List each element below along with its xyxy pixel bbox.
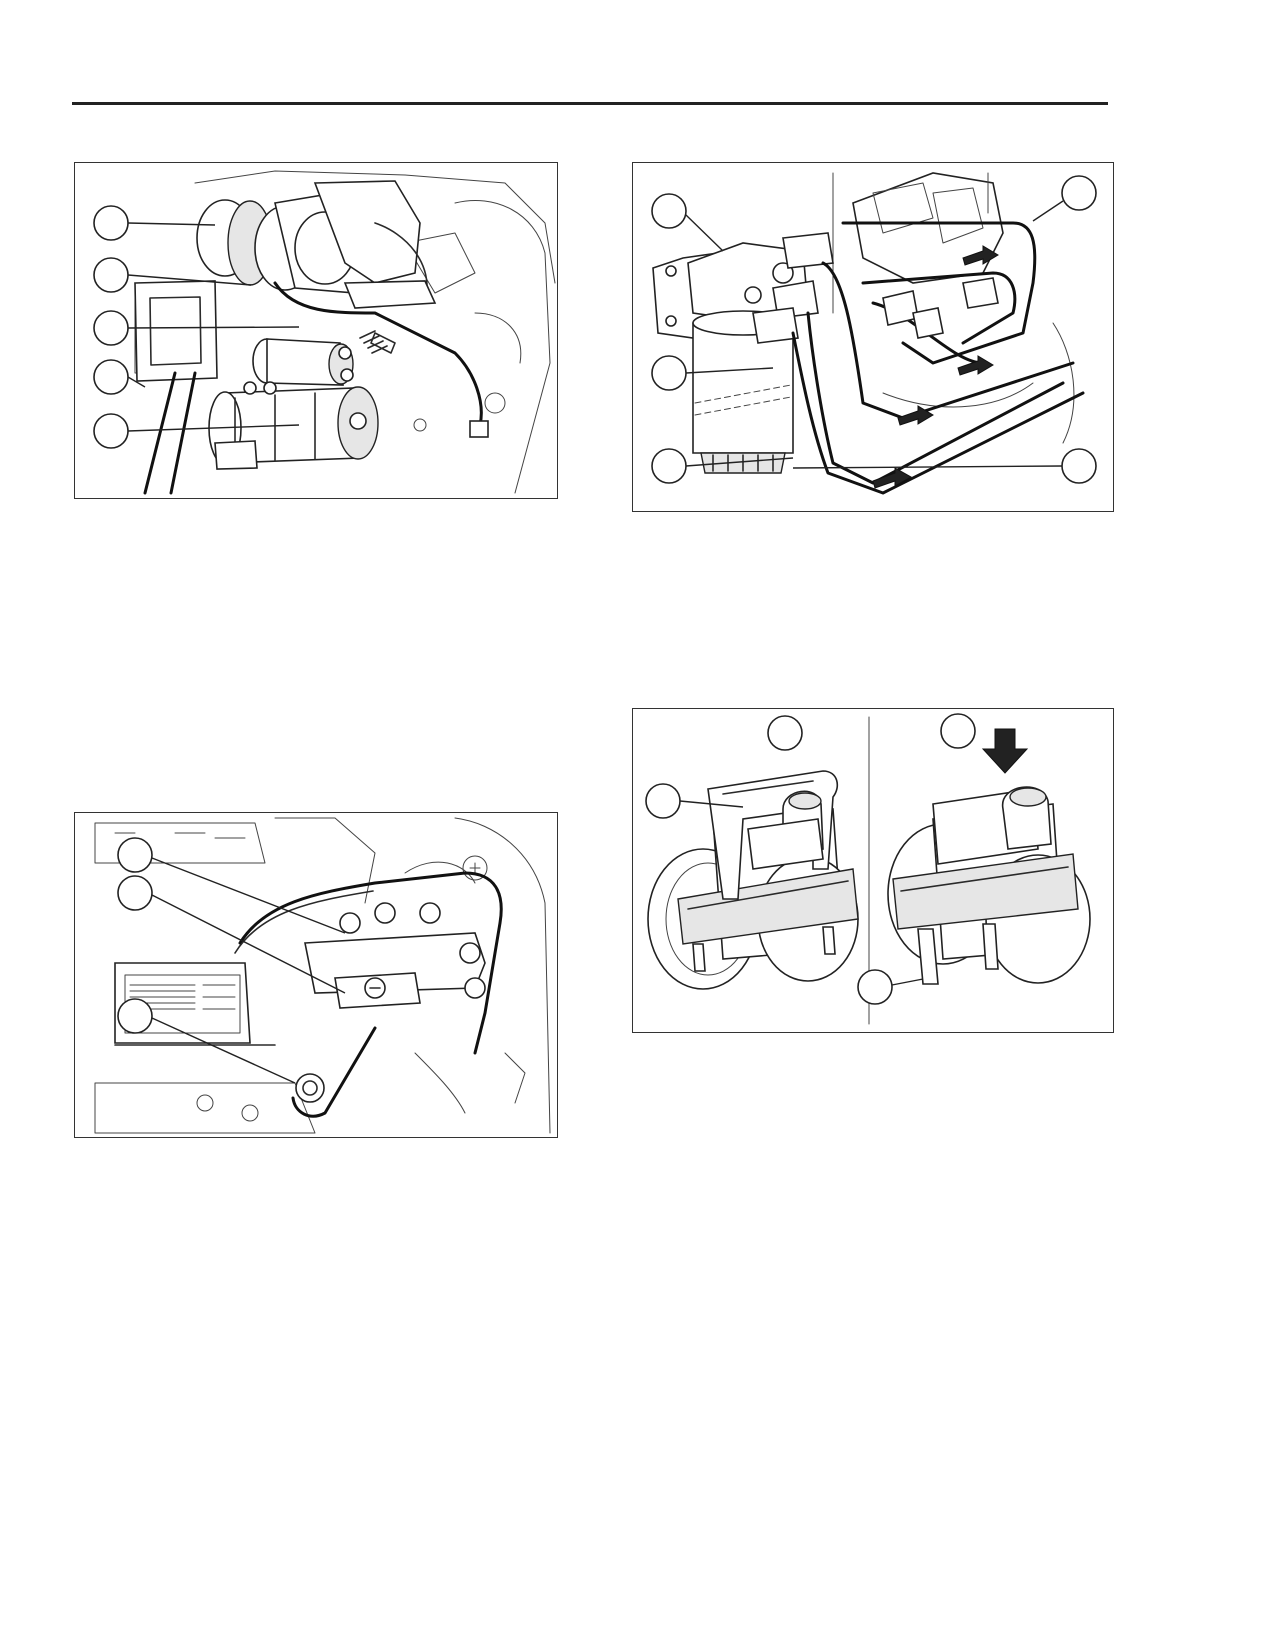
callout-2	[1061, 175, 1097, 211]
callout-1	[767, 715, 803, 751]
press-arrow	[981, 728, 1029, 774]
callout-3	[651, 355, 687, 391]
callout-4	[93, 359, 129, 395]
figure-turbo-starter	[74, 162, 558, 499]
connector-clip-illustration	[645, 713, 1091, 1025]
figure-connector-clip	[632, 708, 1114, 1033]
callout-1	[117, 837, 153, 873]
callout-2	[117, 875, 153, 911]
callout-2	[93, 257, 129, 293]
callout-4	[651, 448, 687, 484]
callout-2	[940, 713, 976, 749]
connector-unlocked	[647, 770, 859, 990]
header-rule	[72, 102, 1108, 105]
flow-arrows	[872, 245, 999, 489]
callout-group	[117, 837, 153, 1034]
callout-3	[645, 783, 681, 819]
callout-5	[1061, 448, 1097, 484]
callout-3	[117, 998, 153, 1034]
callout-group	[651, 175, 1097, 484]
callout-3	[93, 310, 129, 346]
connector-locked	[887, 728, 1091, 985]
figure-fuel-filter-lines	[632, 162, 1114, 512]
callout-1	[651, 193, 687, 229]
turbo-starter-illustration	[93, 170, 556, 495]
ecu-bracket-illustration	[94, 817, 551, 1134]
callout-5	[93, 413, 129, 449]
bellows	[359, 330, 388, 354]
callout-1	[93, 205, 129, 241]
fuel-filter-illustration	[651, 172, 1097, 495]
callout-group	[93, 205, 129, 449]
figure-ecu-bracket	[74, 812, 558, 1138]
manifold-flange	[134, 280, 218, 382]
callout-4	[857, 969, 893, 1005]
starter-solenoid	[252, 338, 354, 386]
mounting-bracket	[304, 902, 486, 1009]
